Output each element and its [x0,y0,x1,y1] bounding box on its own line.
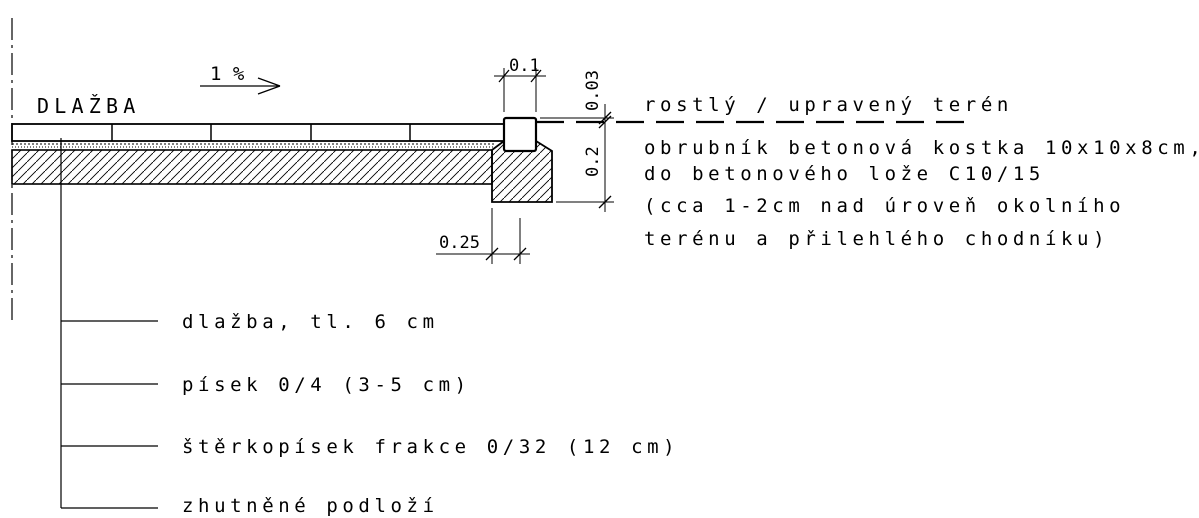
slope-label: 1 % [210,63,245,85]
layer-label-gravel: štěrkopísek frakce 0/32 (12 cm) [182,436,679,458]
terrain-note: rostlý / upravený terén [644,94,1013,116]
sand-layer [12,143,496,148]
layer-label-sand: písek 0/4 (3-5 cm) [182,374,471,396]
dim-curb-width [494,68,546,112]
dim-vertical [540,104,614,212]
dim-curb-top-label: 0.03 [583,70,603,111]
gravel-layer [11,149,493,185]
dim-curb-width-label: 0.1 [509,56,540,76]
curb-note-line2: do betonového lože C10/15 [644,163,1045,185]
dim-bed-height-label: 0.2 [583,146,603,177]
curb-note-line4: terénu a přilehlého chodníku) [644,228,1109,250]
layer-leaders [60,138,158,509]
curb-note-line1: obrubník betonová kostka 10x10x8cm, [644,137,1199,159]
curb-stone [502,116,538,153]
layer-label-paving: dlažba, tl. 6 cm [182,311,439,333]
dim-bed-width [436,208,530,264]
paving-layer [11,123,505,142]
slope-arrow [200,77,281,95]
dim-bed-width-label: 0.25 [439,233,480,253]
layer-label-subgrade: zhutněné podloží [182,495,439,517]
curb-note-line3: (cca 1-2cm nad úroveň okolního [644,195,1125,217]
drawing-title: DLAŽBA [37,94,140,118]
